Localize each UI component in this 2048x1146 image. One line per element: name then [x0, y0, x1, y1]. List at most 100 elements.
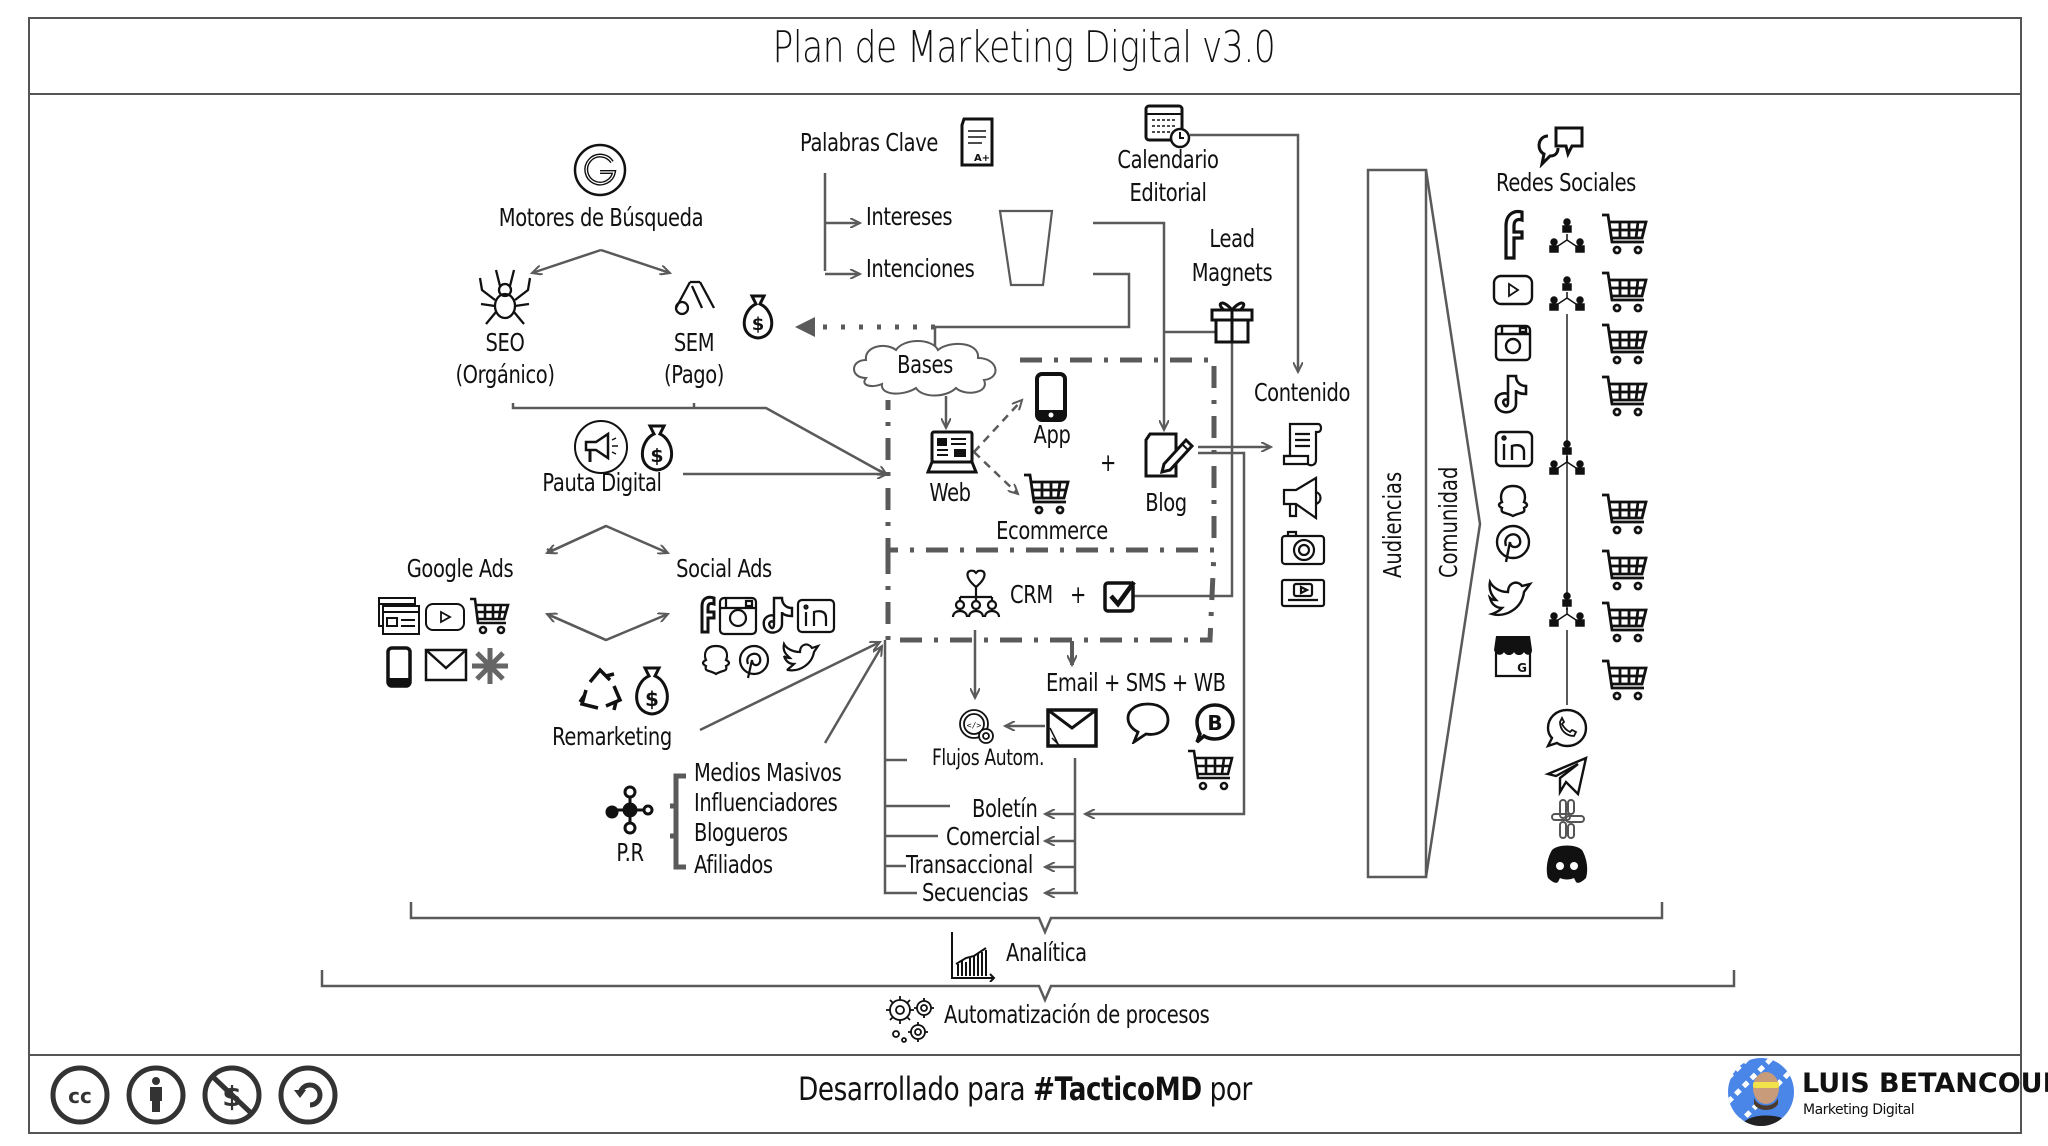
footer-hashtag[interactable]: #TacticoMD	[1033, 1070, 1202, 1108]
shopping-cart-icon	[1600, 271, 1648, 313]
community-group-icon-1	[1549, 218, 1585, 253]
google-icon	[573, 143, 627, 197]
svg-text:A+: A+	[974, 153, 990, 164]
cc-icon	[50, 1065, 110, 1125]
content-label: Contenido	[1253, 378, 1351, 407]
tiktok-icon	[1494, 374, 1528, 414]
footer-bar	[28, 1054, 2022, 1134]
community-group-icon-4	[1549, 592, 1585, 627]
pinterest-icon	[1495, 524, 1531, 560]
app-label: App	[1033, 420, 1071, 449]
shopping-cart-icon	[470, 597, 510, 635]
shopping-cart-icon	[1600, 323, 1648, 365]
crm-plus-sign: +	[1070, 580, 1086, 609]
youtube-icon	[425, 603, 465, 631]
message-type-commercial: Comercial	[946, 822, 1041, 851]
tiktok-icon	[762, 596, 794, 634]
money-bag-icon: $	[742, 294, 774, 340]
google-ads-icon	[674, 280, 716, 316]
automation-flow-icon: </>	[959, 709, 994, 744]
social-networks-label: Redes Sociales	[1496, 168, 1636, 197]
seo-label: SEO	[485, 328, 525, 357]
whatsapp-business-icon: B	[1195, 703, 1235, 744]
shopping-cart-icon	[1600, 375, 1648, 417]
svg-text:$: $	[650, 445, 663, 467]
svg-text:$: $	[752, 314, 765, 335]
shopping-cart-icon	[1600, 213, 1648, 255]
gears-icon	[886, 996, 934, 1043]
spider-icon	[478, 269, 532, 325]
pr-label: P.R	[616, 838, 644, 867]
automated-flows-label: Flujos Autom.	[931, 746, 1045, 771]
smartphone-icon	[386, 646, 412, 688]
paid-media-label: Pauta Digital	[542, 468, 662, 497]
linkedin-icon	[1494, 430, 1534, 468]
community-groups-column	[1549, 218, 1585, 627]
svg-text:$: $	[645, 687, 659, 711]
svg-text:G: G	[1517, 661, 1527, 675]
footer-prefix: Desarrollado para	[798, 1070, 1034, 1108]
crm-label: CRM	[1010, 580, 1053, 609]
shopping-cart-icon	[1600, 493, 1648, 535]
display-network-icon	[472, 648, 508, 684]
keywords-label: Palabras Clave	[800, 128, 938, 157]
svg-text:</>: </>	[967, 721, 982, 730]
gift-icon	[1210, 301, 1254, 344]
pr-item-affiliates: Afiliados	[694, 850, 773, 879]
chat-bubbles-icon	[1537, 126, 1584, 168]
arrow-to-seo	[532, 248, 602, 273]
email-icon	[424, 648, 468, 682]
youtube-icon	[1492, 274, 1534, 306]
calendar-label-1: Calendario	[1117, 145, 1219, 174]
megaphone-icon	[1282, 476, 1322, 521]
pinterest-icon	[738, 644, 770, 676]
core-box-web	[885, 357, 1217, 553]
sharealike-icon	[278, 1065, 338, 1125]
blog-label: Blog	[1145, 488, 1187, 517]
snapchat-icon	[1497, 484, 1529, 518]
message-type-newsletter: Boletín	[972, 794, 1038, 823]
scroll-document-icon	[1282, 422, 1323, 467]
megaphone-circle-icon	[574, 420, 628, 474]
footer-credit: Desarrollado para #TacticoMD por	[750, 1070, 1299, 1108]
analytics-chart-icon	[951, 932, 996, 982]
social-ads-icons	[700, 595, 836, 679]
laptop-icon	[926, 430, 978, 474]
funnel-shape	[998, 209, 1054, 287]
lead-magnets-label-2: Magnets	[1191, 258, 1273, 287]
lead-magnets-label-1: Lead	[1209, 224, 1255, 253]
social-shop-carts-column	[1600, 213, 1648, 701]
money-bag-icon: $	[635, 666, 669, 716]
instagram-icon	[1494, 324, 1532, 362]
shopping-cart-icon	[1600, 601, 1648, 643]
shopping-cart-icon	[1600, 549, 1648, 591]
community-group-icon-3	[1549, 440, 1585, 475]
snapchat-icon	[701, 644, 731, 676]
ecommerce-label: Ecommerce	[996, 516, 1108, 545]
message-type-transactional: Transaccional	[906, 850, 1033, 879]
smartphone-icon	[1035, 372, 1067, 422]
community-label: Comunidad	[1434, 466, 1463, 578]
social-networks-column: G	[1487, 209, 1534, 678]
pr-item-influencers: Influenciadores	[694, 788, 838, 817]
arrow-to-sem	[600, 248, 670, 273]
page-title: Plan de Marketing Digital v3.0	[772, 22, 1276, 73]
pr-network-icon	[605, 785, 654, 835]
shopping-cart-icon	[1188, 749, 1234, 791]
crm-network-icon	[951, 569, 1001, 618]
core-box-crm	[885, 551, 1217, 643]
automation-label: Automatización de procesos	[944, 1000, 1210, 1029]
twitter-icon	[1487, 578, 1533, 617]
document-grade-icon: A+	[960, 117, 994, 167]
calendar-label-2: Editorial	[1129, 178, 1207, 207]
author-avatar	[1728, 1058, 1794, 1126]
instagram-icon	[718, 596, 758, 636]
pr-item-bloggers: Blogueros	[694, 818, 788, 847]
license-icons: cc $	[50, 1065, 338, 1125]
discord-icon	[1546, 845, 1588, 883]
pr-item-mass-media: Medios Masivos	[694, 758, 842, 787]
core-plus-sign: +	[1100, 448, 1116, 477]
author-role: Marketing Digital	[1803, 1102, 1915, 1118]
search-engines-label: Motores de Búsqueda	[498, 203, 704, 232]
whatsapp-icon	[1545, 708, 1588, 749]
